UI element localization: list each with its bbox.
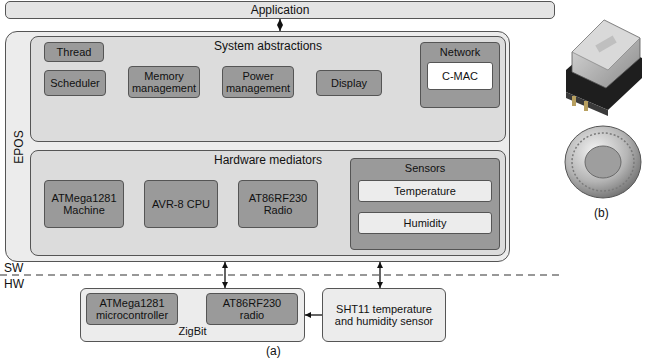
box-label: Power management xyxy=(226,70,290,94)
coin-ring xyxy=(572,133,634,191)
box-label: Application xyxy=(251,3,310,17)
box-title: Sensors xyxy=(351,162,499,175)
component-box: Memory management xyxy=(128,66,200,98)
sensor-box: Temperature xyxy=(358,180,492,202)
coin-photo xyxy=(565,126,641,198)
box-label: Temperature xyxy=(394,185,456,197)
label-patch xyxy=(595,36,616,53)
abstraction-panel: System abstractionsThreadSchedulerMemory… xyxy=(30,36,506,142)
application-layer: Application xyxy=(5,1,555,19)
box-label: Thread xyxy=(57,46,92,58)
chip-box: ATMega1281 microcontroller xyxy=(86,293,178,325)
pin xyxy=(584,101,588,111)
sensor-chip-box: SHT11 temperature and humidity sensor xyxy=(322,288,446,342)
component-box: Power management xyxy=(222,66,294,98)
sensor-box: Humidity xyxy=(358,212,492,234)
box-label: Memory management xyxy=(132,70,196,94)
pin xyxy=(572,96,576,106)
mediator-box: ATMega1281 Machine xyxy=(44,180,124,228)
protocol-box: C-MAC xyxy=(427,62,493,90)
connector-arrow xyxy=(224,262,225,288)
box-label: C-MAC xyxy=(442,70,478,82)
mediator-box: AT86RF230 Radio xyxy=(238,180,318,228)
mediator-panel: Hardware mediatorsATMega1281 MachineAVR-… xyxy=(30,150,506,256)
os-box: EPOSSystem abstractionsThreadSchedulerMe… xyxy=(5,31,510,262)
box-label: AVR-8 CPU xyxy=(152,198,210,210)
box-title: ZigBit xyxy=(81,325,304,338)
zigbit-photo xyxy=(566,20,642,116)
component-box: Display xyxy=(316,70,382,96)
box-title: Network xyxy=(421,46,499,59)
box-label: ATMega1281 microcontroller xyxy=(90,297,174,321)
connector-arrow xyxy=(279,19,280,31)
mediator-box: AVR-8 CPU xyxy=(144,180,218,228)
box-label: Humidity xyxy=(404,217,447,229)
sw-hw-divider xyxy=(0,274,560,275)
pcb-edge xyxy=(566,92,608,116)
shield-top xyxy=(572,20,640,70)
box-label: AT86RF230 radio xyxy=(210,297,294,321)
module-box: ZigBit ATMega1281 microcontroller AT86RF23… xyxy=(80,288,305,342)
shield-can xyxy=(572,20,640,88)
network-box: NetworkC-MAC xyxy=(420,42,500,108)
component-box: Scheduler xyxy=(44,70,106,96)
box-title: EPOS xyxy=(13,130,26,163)
sensors-box: SensorsTemperatureHumidity xyxy=(350,158,500,250)
box-label: AT86RF230 Radio xyxy=(242,192,314,216)
box-label: Scheduler xyxy=(50,77,100,89)
connector-arrow xyxy=(305,314,322,315)
layer-label: SW xyxy=(4,262,23,275)
chip-box: AT86RF230 radio xyxy=(206,293,298,325)
component-box: Thread xyxy=(44,42,104,62)
box-label: ATMega1281 Machine xyxy=(48,192,120,216)
box-label: SHT11 temperature and humidity sensor xyxy=(326,303,442,327)
box-label: Display xyxy=(331,77,367,89)
connector-arrow xyxy=(379,262,380,288)
coin-centre xyxy=(585,146,621,178)
panel-label: (b) xyxy=(594,207,609,220)
coin xyxy=(565,126,641,198)
layer-label: HW xyxy=(4,278,24,291)
panel-label: (a) xyxy=(266,345,281,358)
